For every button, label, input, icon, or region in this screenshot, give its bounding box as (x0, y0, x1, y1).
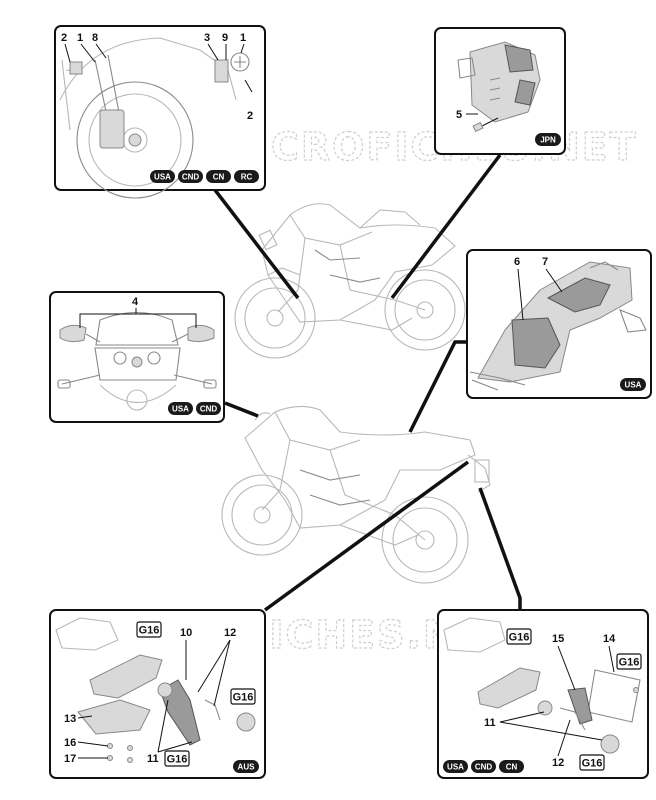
g-code-label: G16 (509, 632, 530, 644)
part-number: 1 (240, 32, 246, 44)
region-badge: CN (213, 173, 225, 182)
plate-g-boxes: G16 G16 G16 (506, 628, 642, 771)
motorcycle-upper (234, 203, 466, 359)
part-number: 2 (247, 110, 253, 122)
motorcycle-lower (221, 405, 491, 584)
part-number: 1 (77, 32, 83, 44)
front-wheel-labels: 2 1 8 3 9 1 2 (61, 32, 253, 122)
region-badge: USA (625, 381, 642, 390)
region-badge: USA (447, 763, 464, 772)
part-number: 4 (132, 296, 139, 308)
aus-g-boxes: G16 G16 G16 (136, 621, 256, 767)
region-badge: USA (154, 173, 171, 182)
region-badge: JPN (540, 136, 556, 145)
region-badge: CND (200, 405, 218, 414)
part-number: 9 (222, 32, 228, 44)
region-badge: CN (506, 763, 518, 772)
usa-rear-drawing (469, 261, 647, 391)
plate-drawing (443, 617, 641, 754)
part-number: 11 (484, 717, 496, 729)
callout-lines (213, 153, 522, 612)
watermark-top: MICROFICHES.NET (215, 125, 638, 169)
front-wheel-badges: USA CND CN RC (150, 170, 259, 183)
panel-mirrors: 4 USA CND (49, 291, 225, 423)
part-number: 12 (224, 627, 236, 639)
g-code-label: G16 (582, 758, 603, 770)
part-number: 13 (64, 713, 76, 725)
g-code-label: G16 (233, 692, 254, 704)
part-number: 7 (542, 256, 548, 268)
panel-aus: 10 12 13 16 17 11 G16 G16 G16 AUS (49, 609, 266, 779)
part-number: 6 (514, 256, 520, 268)
part-number: 17 (64, 753, 76, 765)
part-number: 2 (61, 32, 67, 44)
region-badge: CND (182, 173, 200, 182)
g-code-label: G16 (167, 754, 188, 766)
front-wheel-drawing (59, 37, 253, 199)
plate-labels: 15 14 11 12 (484, 633, 616, 769)
part-number: 5 (456, 109, 462, 121)
region-badge: USA (172, 405, 189, 414)
panel-usa-rear: 6 7 USA (466, 249, 652, 399)
part-number: 15 (552, 633, 564, 645)
part-number: 12 (552, 757, 564, 769)
part-number: 16 (64, 737, 76, 749)
part-number: 3 (204, 32, 210, 44)
jpn-part-drawing (457, 41, 541, 133)
region-badge: AUS (238, 763, 256, 772)
part-number: 10 (180, 627, 192, 639)
g-code-label: G16 (139, 625, 160, 637)
part-number: 11 (147, 753, 159, 765)
panel-front-wheel: 2 1 8 3 9 1 2 USA CND CN RC (54, 25, 266, 199)
part-number: 14 (603, 633, 616, 645)
region-badge: RC (241, 173, 253, 182)
panel-plate: 15 14 11 12 G16 G16 G16 USA CND CN (437, 609, 649, 779)
aus-drawing (55, 617, 256, 763)
region-badge: CND (475, 763, 493, 772)
mirrors-drawing (57, 312, 217, 411)
g-code-label: G16 (619, 657, 640, 669)
part-number: 8 (92, 32, 98, 44)
aus-labels: 10 12 13 16 17 11 (64, 627, 236, 765)
plate-badges: USA CND CN (443, 760, 524, 773)
panel-jpn: 5 JPN (434, 27, 566, 155)
